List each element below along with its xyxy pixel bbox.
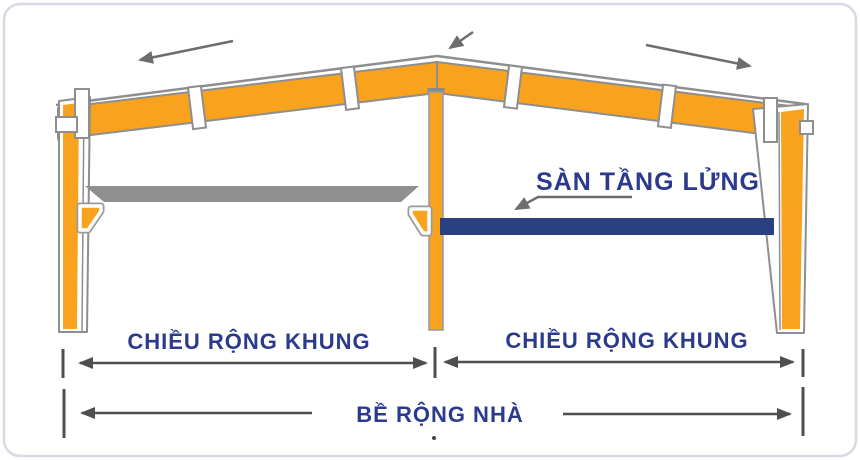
roof-line [55,54,806,107]
corbel-left [76,202,105,234]
eave-plate-right [763,97,778,143]
roof-slope-arrow-left [138,39,234,64]
roof-slope-arrows [138,30,752,70]
roof-slope-arrow-right [645,43,752,70]
purlin-tab [502,64,524,110]
left-column-web [63,103,79,329]
label-dot [432,436,436,440]
mezzanine-beam-gray [85,186,419,202]
purlin-tab [186,84,208,131]
frame-width-label-right: CHIỀU RỘNG KHUNG [505,328,748,353]
mezzanine-beam-blue [440,218,774,235]
corbel-right [407,205,433,237]
center-column-cap [427,88,445,93]
purlin-tab [656,83,678,129]
corbel-left-body [78,204,103,232]
purlin-tab [339,65,361,111]
mezzanine-leader-arrow [514,195,632,211]
building-frame [55,54,814,334]
eave-stub-left [55,116,78,133]
mezzanine-floor-label: SÀN TẦNG LỬNG [536,166,760,196]
right-column [752,103,809,334]
dimensions: CHIỀU RỘNG KHUNG CHIỀU RỘNG KHUNG BỀ RỘN… [61,328,805,440]
dimension-ticks [61,347,805,438]
right-column-web [781,109,804,329]
eave-stub-right [799,120,814,135]
corbel-right-body [409,207,431,235]
eave-plate-left [74,88,90,139]
house-width-label: BỀ RỘNG NHÀ [356,402,523,427]
apex-arrow [448,30,474,50]
right-column-flange-line [778,111,781,331]
frame-width-label-left: CHIỀU RỘNG KHUNG [127,329,370,354]
purlin-tabs [186,64,678,131]
